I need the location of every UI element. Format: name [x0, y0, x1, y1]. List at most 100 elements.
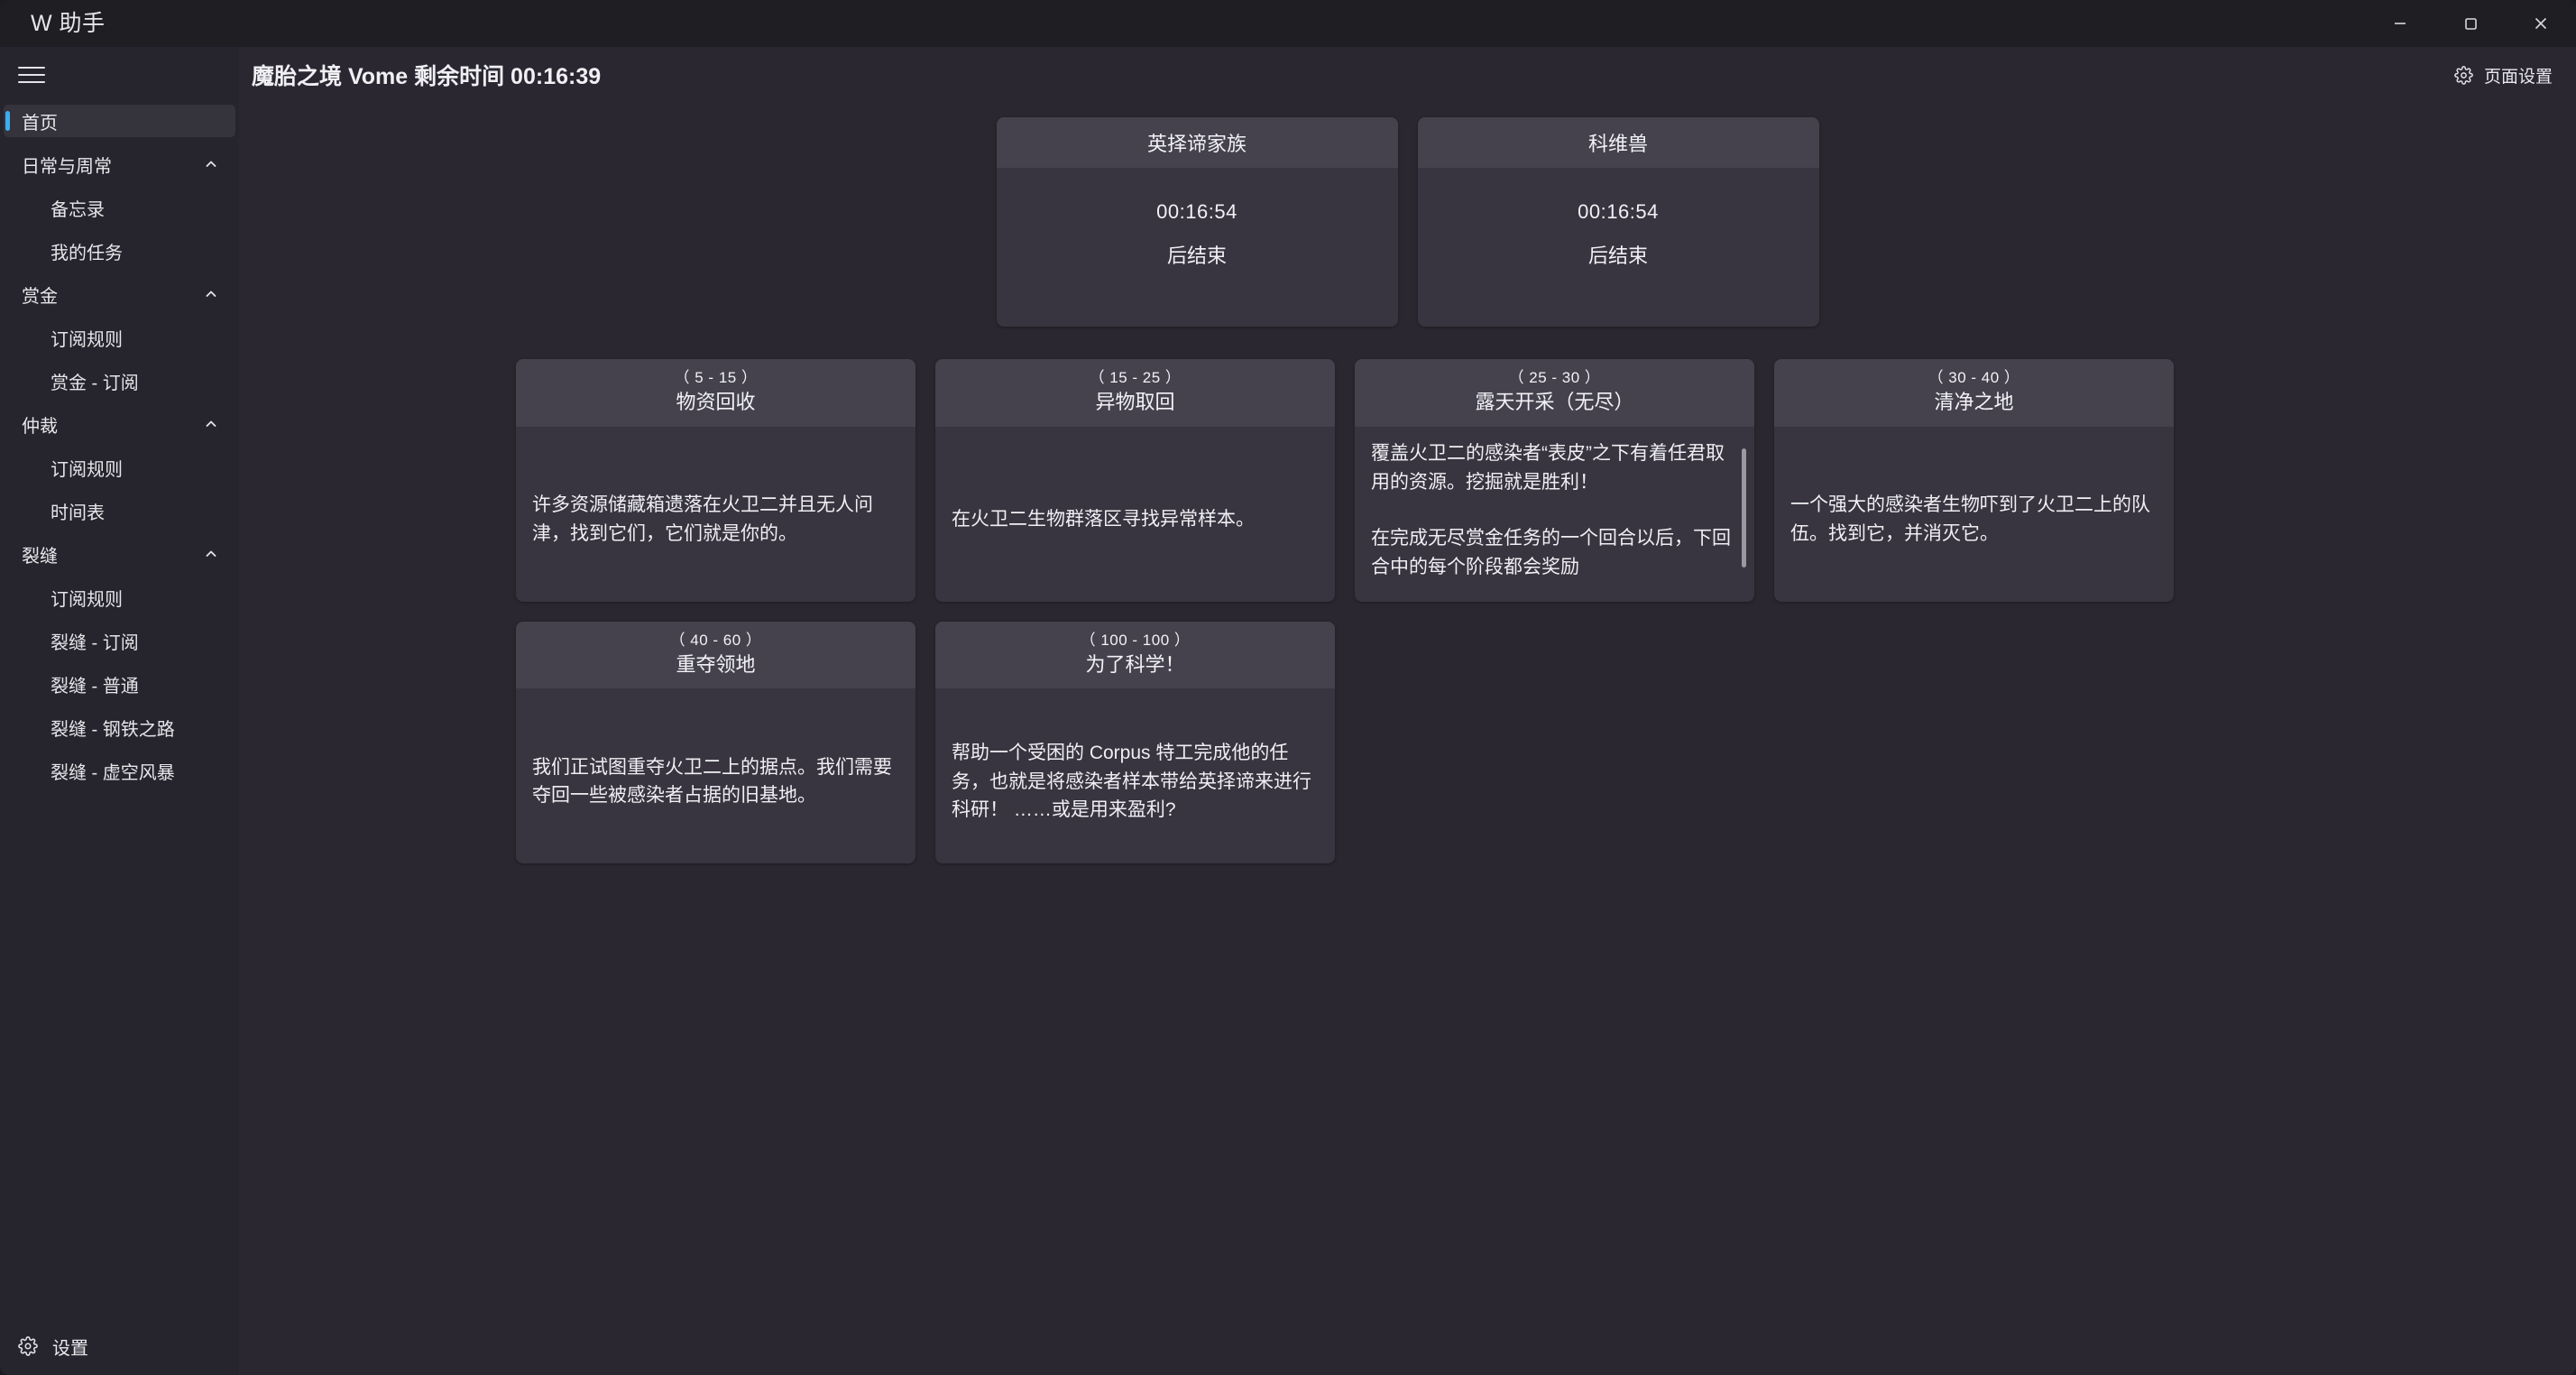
gear-icon	[2454, 65, 2473, 85]
sidebar-item-label: 时间表	[51, 503, 105, 523]
bounty-level-range: （ 30 - 40 ）	[1927, 369, 2020, 386]
sidebar-item-7[interactable]: 仲裁	[4, 408, 235, 440]
maximize-icon	[2461, 14, 2480, 33]
bounty-description: 一个强大的感染者生物吓到了火卫二上的队伍。找到它，并消灭它。	[1790, 491, 2157, 549]
bounty-level-range: （ 25 - 30 ）	[1508, 369, 1601, 386]
sidebar-item-8[interactable]: 订阅规则	[4, 451, 235, 484]
bounty-card[interactable]: （ 5 - 15 ）物资回收许多资源储藏箱遗落在火卫二并且无人问津，找到它们，它…	[516, 359, 915, 602]
sidebar-item-4[interactable]: 赏金	[4, 278, 235, 310]
timer-suffix: 后结束	[1166, 245, 1227, 267]
bounty-paragraph: 在完成无尽赏金任务的一个回合以后，下回合中的每个阶段都会奖励	[1371, 527, 1731, 577]
sidebar-item-3[interactable]: 我的任务	[4, 235, 235, 267]
page-title: 魔胎之境 Vome 剩余时间 00:16:39	[252, 64, 602, 89]
timer-card-body: 00:16:54 后结束	[1418, 168, 1819, 327]
bounty-paragraph: 帮助一个受困的 Corpus 特工完成他的任务，也就是将感染者样本带给英择谛来进…	[952, 742, 1311, 821]
sidebar-item-1[interactable]: 日常与周常	[4, 148, 235, 180]
bounty-card-header: （ 40 - 60 ）重夺领地	[516, 621, 915, 689]
sidebar-item-15[interactable]: 裂缝 - 虚空风暴	[4, 754, 235, 787]
main-content: 魔胎之境 Vome 剩余时间 00:16:39 页面设置 英择谛家族 00:16:…	[239, 47, 2576, 1375]
sidebar-item-label: 首页	[22, 113, 58, 134]
main-header: 魔胎之境 Vome 剩余时间 00:16:39 页面设置	[239, 47, 2576, 103]
bounty-paragraph: 覆盖火卫二的感染者“表皮”之下有着任君取用的资源。挖掘就是胜利！	[1371, 442, 1725, 493]
bounty-title: 露天开采（无尽）	[1475, 390, 1634, 413]
gear-icon	[18, 1336, 38, 1356]
sidebar-item-label: 赏金	[22, 286, 58, 307]
bounty-level-range: （ 5 - 15 ）	[674, 369, 758, 386]
bounty-paragraph: 在火卫二生物群落区寻找异常样本。	[952, 508, 1255, 530]
sidebar-item-label: 裂缝	[22, 546, 58, 567]
sidebar-item-0[interactable]: 首页	[4, 105, 235, 137]
sidebar-item-label: 我的任务	[51, 243, 123, 263]
page-settings-button[interactable]: 页面设置	[2454, 63, 2553, 88]
sidebar-item-13[interactable]: 裂缝 - 普通	[4, 668, 235, 700]
page-settings-label: 页面设置	[2483, 67, 2553, 87]
timer-card[interactable]: 科维兽 00:16:54 后结束	[1417, 117, 1819, 327]
hamburger-icon[interactable]	[18, 65, 45, 85]
close-button[interactable]	[2506, 0, 2576, 47]
bounty-description: 帮助一个受困的 Corpus 特工完成他的任务，也就是将感染者样本带给英择谛来进…	[952, 739, 1319, 826]
bounty-card[interactable]: （ 30 - 40 ） 清净之地一个强大的感染者生物吓到了火卫二上的队伍。找到它，…	[1774, 359, 2174, 602]
maximize-button[interactable]	[2435, 0, 2506, 47]
sidebar-item-2[interactable]: 备忘录	[4, 191, 235, 224]
timer-card-title: 科维兽	[1417, 117, 1819, 168]
bounty-card[interactable]: （ 40 - 60 ）重夺领地我们正试图重夺火卫二上的据点。我们需要夺回一些被感…	[516, 621, 915, 864]
timer-value: 00:16:54	[1156, 200, 1237, 223]
bounty-card-header: （ 25 - 30 ） 露天开采（无尽）	[1355, 359, 1754, 427]
sidebar-item-label: 订阅规则	[51, 329, 123, 350]
bounty-paragraph: 一个强大的感染者生物吓到了火卫二上的队伍。找到它，并消灭它。	[1790, 494, 2150, 544]
chevron-up-icon[interactable]	[203, 546, 219, 562]
window-controls	[2365, 0, 2576, 47]
chevron-up-icon[interactable]	[203, 286, 219, 302]
sidebar-item-14[interactable]: 裂缝 - 钢铁之路	[4, 711, 235, 743]
bounty-card-body: 在火卫二生物群落区寻找异常样本。	[935, 427, 1335, 602]
chevron-up-icon[interactable]	[203, 416, 219, 432]
sidebar-item-label: 仲裁	[22, 416, 58, 437]
bounty-title: 异物取回	[1095, 390, 1175, 413]
timer-suffix: 后结束	[1587, 245, 1648, 267]
bounty-card-body: 覆盖火卫二的感染者“表皮”之下有着任君取用的资源。挖掘就是胜利！ 在完成无尽赏金任…	[1355, 427, 1754, 602]
bounty-title: 清净之地	[1934, 390, 2014, 413]
timer-card[interactable]: 英择谛家族 00:16:54 后结束	[996, 117, 1398, 327]
active-indicator	[5, 111, 10, 131]
bounty-description: 许多资源储藏箱遗落在火卫二并且无人问津，找到它们，它们就是你的。	[532, 491, 899, 549]
bounty-card-body: 帮助一个受困的 Corpus 特工完成他的任务，也就是将感染者样本带给英择谛来进…	[935, 688, 1335, 863]
bounty-description: 我们正试图重夺火卫二上的据点。我们需要夺回一些被感染者占据的旧基地。	[532, 753, 899, 811]
bounty-paragraph: 我们正试图重夺火卫二上的据点。我们需要夺回一些被感染者占据的旧基地。	[532, 756, 892, 807]
bounty-description: 覆盖火卫二的感染者“表皮”之下有着任君取用的资源。挖掘就是胜利！ 在完成无尽赏金任…	[1371, 439, 1731, 582]
window-body: 首页日常与周常备忘录我的任务赏金订阅规则赏金 - 订阅仲裁订阅规则时间表裂缝订阅…	[0, 47, 2576, 1375]
bounty-card-header: （ 15 - 25 ）异物取回	[935, 359, 1335, 427]
bounty-card-grid: （ 5 - 15 ）物资回收许多资源储藏箱遗落在火卫二并且无人问津，找到它们，它…	[252, 327, 2563, 864]
sidebar-item-label: 订阅规则	[51, 589, 123, 610]
app-title: W 助手	[31, 10, 106, 36]
sidebar-item-6[interactable]: 赏金 - 订阅	[4, 365, 235, 397]
sidebar-item-settings[interactable]: 设置	[0, 1317, 239, 1375]
minimize-icon	[2390, 14, 2410, 33]
timer-card-title: 英择谛家族	[996, 117, 1398, 168]
sidebar-item-12[interactable]: 裂缝 - 订阅	[4, 624, 235, 657]
bounty-card-body: 一个强大的感染者生物吓到了火卫二上的队伍。找到它，并消灭它。	[1774, 427, 2174, 602]
bounty-card[interactable]: （ 15 - 25 ）异物取回在火卫二生物群落区寻找异常样本。	[935, 359, 1335, 602]
close-icon	[2531, 14, 2551, 33]
sidebar-nav: 首页日常与周常备忘录我的任务赏金订阅规则赏金 - 订阅仲裁订阅规则时间表裂缝订阅…	[0, 103, 239, 1317]
sidebar-item-label: 日常与周常	[22, 156, 112, 177]
timer-value: 00:16:54	[1578, 200, 1659, 223]
sidebar: 首页日常与周常备忘录我的任务赏金订阅规则赏金 - 订阅仲裁订阅规则时间表裂缝订阅…	[0, 47, 239, 1375]
bounty-scrollbar[interactable]	[1742, 448, 1746, 568]
bounty-card[interactable]: （ 100 - 100 ）为了科学！ 帮助一个受困的 Corpus 特工完成他的任…	[935, 621, 1335, 864]
bounty-paragraph: 许多资源储藏箱遗落在火卫二并且无人问津，找到它们，它们就是你的。	[532, 494, 873, 544]
bounty-card-body: 我们正试图重夺火卫二上的据点。我们需要夺回一些被感染者占据的旧基地。	[516, 688, 915, 863]
sidebar-menu-toggle-row	[0, 47, 239, 103]
sidebar-item-11[interactable]: 订阅规则	[4, 581, 235, 614]
bounty-title: 重夺领地	[676, 652, 756, 676]
bounty-card-header: （ 100 - 100 ）为了科学！	[935, 621, 1335, 689]
sidebar-item-label: 裂缝 - 普通	[51, 676, 139, 697]
bounty-card-header: （ 30 - 40 ） 清净之地	[1774, 359, 2174, 427]
bounty-card[interactable]: （ 25 - 30 ） 露天开采（无尽） 覆盖火卫二的感染者“表皮”之下有着任君取用…	[1355, 359, 1754, 602]
chevron-up-icon[interactable]	[203, 156, 219, 172]
sidebar-item-9[interactable]: 时间表	[4, 494, 235, 527]
bounty-card-body: 许多资源储藏箱遗落在火卫二并且无人问津，找到它们，它们就是你的。	[516, 427, 915, 602]
sidebar-item-10[interactable]: 裂缝	[4, 538, 235, 570]
minimize-button[interactable]	[2365, 0, 2435, 47]
sidebar-item-5[interactable]: 订阅规则	[4, 321, 235, 354]
